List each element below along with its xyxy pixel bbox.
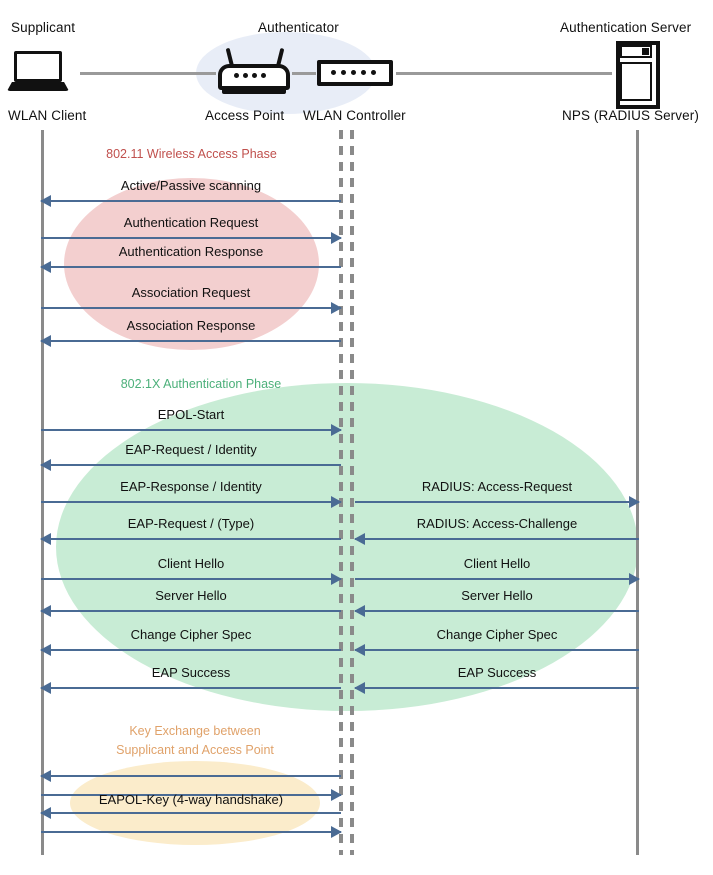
server-icon: [616, 41, 660, 109]
message-label: RADIUS: Access-Request: [421, 479, 573, 494]
message-label: Change Cipher Spec: [436, 627, 558, 642]
lifeline-access-point: [339, 130, 343, 855]
message-label: Server Hello: [155, 588, 227, 603]
phase-label-key-exchange-line1: Key Exchange between: [129, 724, 261, 738]
message-label: EAPOL-Key (4-way handshake): [98, 792, 284, 807]
wire-ap-to-controller: [292, 72, 316, 75]
wlan-controller-icon: [317, 60, 393, 86]
access-point-icon: [218, 46, 290, 96]
message-label: EAP-Request / Identity: [125, 442, 257, 457]
actor-device-nps-radius-server: NPS (RADIUS Server): [562, 108, 699, 123]
phase-label-wireless-access: 802.11 Wireless Access Phase: [106, 147, 277, 161]
actor-role-authentication-server: Authentication Server: [560, 20, 692, 35]
phase-blob-wireless-access: [64, 178, 319, 350]
phase-label-dot1x-auth: 802.1X Authentication Phase: [120, 377, 282, 391]
message-label: Association Request: [131, 285, 251, 300]
message-label: EPOL-Start: [157, 407, 225, 422]
wire-controller-to-server: [396, 72, 612, 75]
actor-device-wlan-controller: WLAN Controller: [303, 108, 406, 123]
wire-client-to-ap: [80, 72, 216, 75]
lifeline-wlan-controller: [350, 130, 354, 855]
message-label: EAP Success: [151, 665, 231, 680]
message-label: EAP Success: [457, 665, 537, 680]
message-label: Change Cipher Spec: [130, 627, 252, 642]
actor-role-authenticator: Authenticator: [258, 20, 339, 35]
phase-label-key-exchange: Key Exchange between Supplicant and Acce…: [70, 722, 320, 760]
message-label: Authentication Response: [118, 244, 264, 259]
lifelines-frame: [41, 130, 639, 855]
actor-device-wlan-client: WLAN Client: [8, 108, 87, 123]
actor-device-access-point: Access Point: [205, 108, 285, 123]
message-label: Active/Passive scanning: [120, 178, 262, 193]
phase-label-key-exchange-line2: Supplicant and Access Point: [116, 743, 274, 757]
message-label: Client Hello: [157, 556, 225, 571]
message-label: EAP-Request / (Type): [127, 516, 255, 531]
phase-blob-dot1x-auth: [56, 383, 638, 711]
message-label: Client Hello: [463, 556, 531, 571]
message-label: EAP-Response / Identity: [120, 479, 262, 494]
actor-role-supplicant: Supplicant: [11, 20, 76, 35]
message-label: Server Hello: [461, 588, 533, 603]
laptop-icon: [7, 51, 76, 93]
message-label: Authentication Request: [123, 215, 259, 230]
message-label: RADIUS: Access-Challenge: [416, 516, 578, 531]
message-label: Association Response: [126, 318, 256, 333]
